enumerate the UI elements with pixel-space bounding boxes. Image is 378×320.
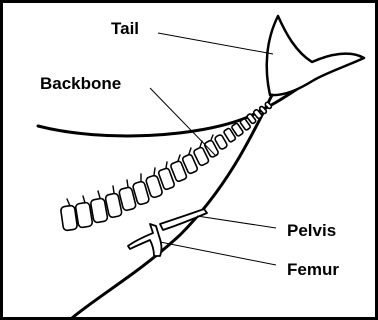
tail-fluke [267,16,364,95]
backbone-label: Backbone [40,74,121,93]
pelvis-bone [160,209,207,230]
femur-leader-line [160,242,276,265]
tail-leader-line [158,33,273,54]
tail-label: Tail [111,19,139,38]
femur-bone [128,224,161,256]
pelvis-label: Pelvis [287,221,336,240]
backbone-leader-line [150,88,216,156]
femur-label: Femur [287,260,339,279]
pelvis-leader-line [197,216,276,228]
